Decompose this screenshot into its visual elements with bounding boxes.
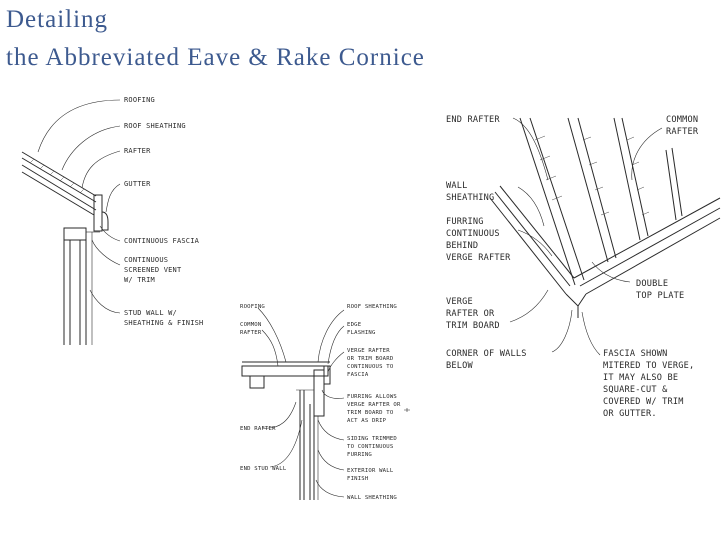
corner-fascia-note-6: OR GUTTER.	[603, 409, 657, 419]
corner-verge-label-2: RAFTER OR	[446, 309, 495, 319]
corner-common-rafter-label-2: RAFTER	[666, 127, 699, 137]
rake-verge-label-3: CONTINUOUS TO	[347, 364, 394, 370]
eave-roofing-label: ROOFING	[124, 96, 155, 104]
corner-top-plate-label-1: DOUBLE	[636, 279, 668, 289]
rake-siding-label-1: SIDING TRIMMED	[347, 436, 397, 442]
corner-furring-label-2: CONTINUOUS	[446, 229, 500, 239]
corner-detail-drawing	[489, 117, 721, 356]
corner-furring-label-3: BEHIND	[446, 241, 478, 251]
slide-title-line-2: the Abbreviated Eave & Rake Cornice	[6, 44, 425, 71]
rake-verge-label-4: FASCIA	[347, 372, 369, 378]
rake-end-stud-wall-label: END STUD WALL	[240, 466, 287, 472]
eave-stud-wall-label-2: SHEATHING & FINISH	[124, 319, 203, 327]
eave-fascia-label: CONTINUOUS FASCIA	[124, 237, 200, 245]
corner-walls-label-1: CORNER OF WALLS	[446, 349, 527, 359]
eave-labels: ROOFING ROOF SHEATHING RAFTER GUTTER CON…	[124, 96, 203, 327]
corner-fascia-note-4: SQUARE-CUT &	[603, 385, 668, 395]
rake-common-rafter-label-2: RAFTER	[240, 330, 262, 336]
rake-exterior-wall-label-1: EXTERIOR WALL	[347, 468, 394, 474]
rake-edge-flashing-label-2: FLASHING	[347, 330, 376, 336]
corner-fascia-note-2: MITERED TO VERGE,	[603, 361, 694, 371]
corner-labels: END RAFTER COMMON RAFTER WALL SHEATHING …	[446, 115, 699, 419]
eave-detail-drawing	[21, 99, 121, 345]
eave-vent-label-2: SCREENED VENT	[124, 266, 182, 274]
rake-siding-label-2: TO CONTINUOUS	[347, 444, 393, 450]
corner-wall-sheathing-label-1: WALL	[446, 181, 468, 191]
rake-furring-label-1: FURRING ALLOWS	[347, 394, 397, 400]
rake-exterior-wall-label-2: FINISH	[347, 476, 368, 482]
rake-detail-drawing	[241, 307, 410, 500]
rake-siding-label-3: FURRING	[347, 452, 372, 458]
corner-verge-label-3: TRIM BOARD	[446, 321, 500, 331]
rake-common-rafter-label-1: COMMON	[240, 322, 261, 328]
rake-roof-sheathing-label: ROOF SHEATHING	[347, 304, 397, 310]
corner-furring-label-4: VERGE RAFTER	[446, 253, 511, 263]
rake-furring-label-4: ACT AS DRIP	[347, 418, 387, 424]
eave-gutter-label: GUTTER	[124, 180, 151, 188]
rake-roofing-label: ROOFING	[240, 304, 265, 310]
rake-verge-label-2: OR TRIM BOARD	[347, 356, 394, 362]
rake-verge-label-1: VERGE RAFTER	[347, 348, 390, 354]
rake-edge-flashing-label-1: EDGE	[347, 322, 362, 328]
eave-roof-sheathing-label: ROOF SHEATHING	[124, 122, 186, 130]
corner-common-rafter-label-1: COMMON	[666, 115, 698, 125]
eave-vent-label-1: CONTINUOUS	[124, 256, 168, 264]
rake-furring-label-2: VERGE RAFTER OR	[347, 402, 401, 408]
corner-walls-label-2: BELOW	[446, 361, 473, 371]
corner-end-rafter-label: END RAFTER	[446, 115, 500, 125]
corner-top-plate-label-2: TOP PLATE	[636, 291, 684, 301]
corner-fascia-note-3: IT MAY ALSO BE	[603, 373, 678, 383]
eave-stud-wall-label-1: STUD WALL W/	[124, 309, 177, 317]
slide-title-line-1: Detailing	[6, 6, 109, 33]
corner-wall-sheathing-label-2: SHEATHING	[446, 193, 494, 203]
rake-labels: ROOFING COMMON RAFTER END RAFTER END STU…	[240, 304, 401, 501]
corner-fascia-note-5: COVERED W/ TRIM	[603, 397, 684, 407]
rake-wall-sheathing-label: WALL SHEATHING	[347, 495, 397, 501]
corner-fascia-note-1: FASCIA SHOWN	[603, 349, 668, 359]
corner-furring-label-1: FURRING	[446, 217, 484, 227]
eave-vent-label-3: W/ TRIM	[124, 276, 155, 284]
corner-verge-label-1: VERGE	[446, 297, 473, 307]
rake-end-rafter-label: END RAFTER	[240, 426, 276, 432]
rake-furring-label-3: TRIM BOARD TO	[347, 410, 394, 416]
eave-rafter-label: RAFTER	[124, 147, 151, 155]
